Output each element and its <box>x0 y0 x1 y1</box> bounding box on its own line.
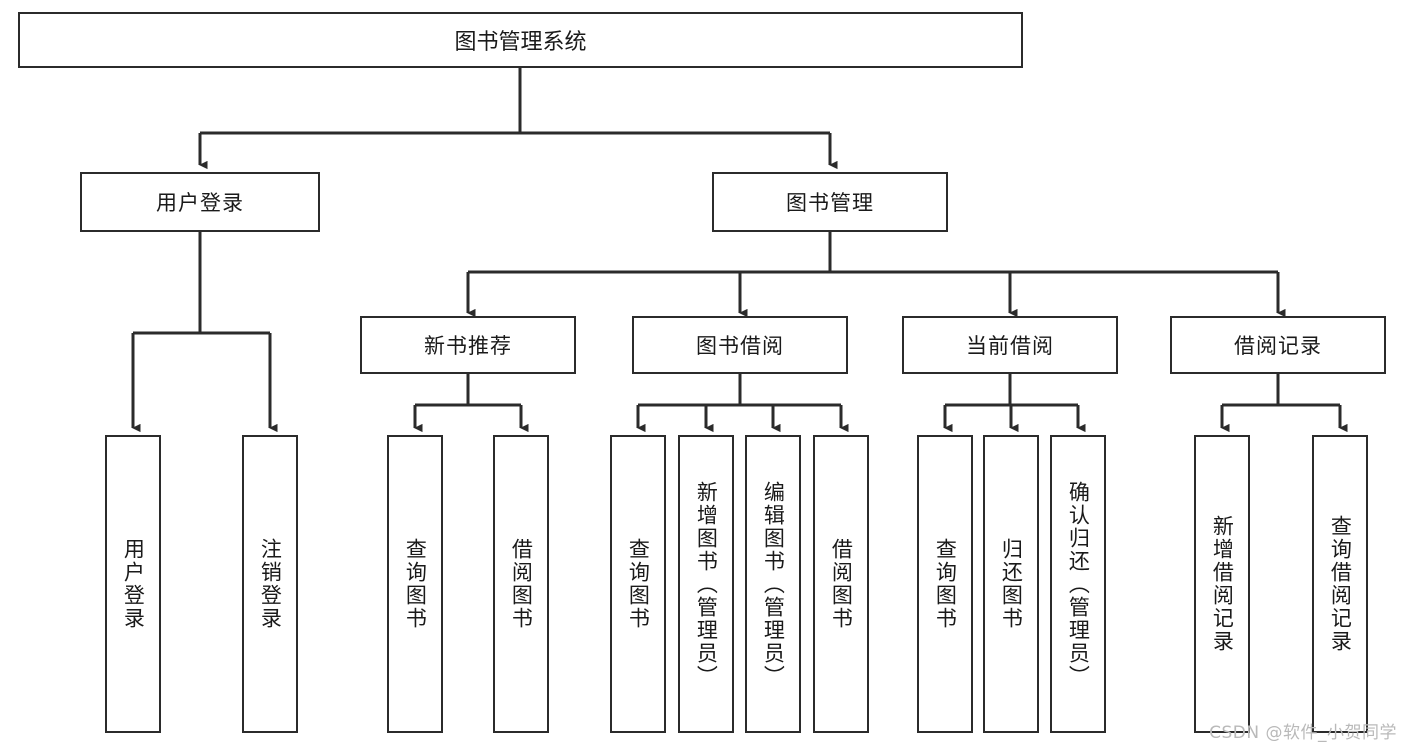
csdn-watermark: CSDN @软件_小贺同学 <box>1209 723 1397 743</box>
node-root-system[interactable]: 图书管理系统 <box>18 12 1023 68</box>
leaf-borrow-borrow-book[interactable]: 借阅图书 <box>813 435 869 733</box>
node-new-book-recommend[interactable]: 新书推荐 <box>360 316 576 374</box>
node-user-login[interactable]: 用户登录 <box>80 172 320 232</box>
leaf-user-login-login[interactable]: 用户登录 <box>105 435 161 733</box>
leaf-borrow-add-book-admin[interactable]: 新增图书（管理员） <box>678 435 734 733</box>
leaf-record-add-record[interactable]: 新增借阅记录 <box>1194 435 1250 733</box>
node-current-borrow[interactable]: 当前借阅 <box>902 316 1118 374</box>
leaf-current-confirm-return-admin[interactable]: 确认归还（管理员） <box>1050 435 1106 733</box>
leaf-recommend-borrow-book[interactable]: 借阅图书 <box>493 435 549 733</box>
leaf-recommend-query-book[interactable]: 查询图书 <box>387 435 443 733</box>
node-borrow-record[interactable]: 借阅记录 <box>1170 316 1386 374</box>
leaf-borrow-query-book[interactable]: 查询图书 <box>610 435 666 733</box>
leaf-borrow-edit-book-admin[interactable]: 编辑图书（管理员） <box>745 435 801 733</box>
leaf-current-query-book[interactable]: 查询图书 <box>917 435 973 733</box>
leaf-user-login-logout[interactable]: 注销登录 <box>242 435 298 733</box>
node-book-borrow[interactable]: 图书借阅 <box>632 316 848 374</box>
leaf-record-query-record[interactable]: 查询借阅记录 <box>1312 435 1368 733</box>
node-book-management[interactable]: 图书管理 <box>712 172 948 232</box>
leaf-current-return-book[interactable]: 归还图书 <box>983 435 1039 733</box>
